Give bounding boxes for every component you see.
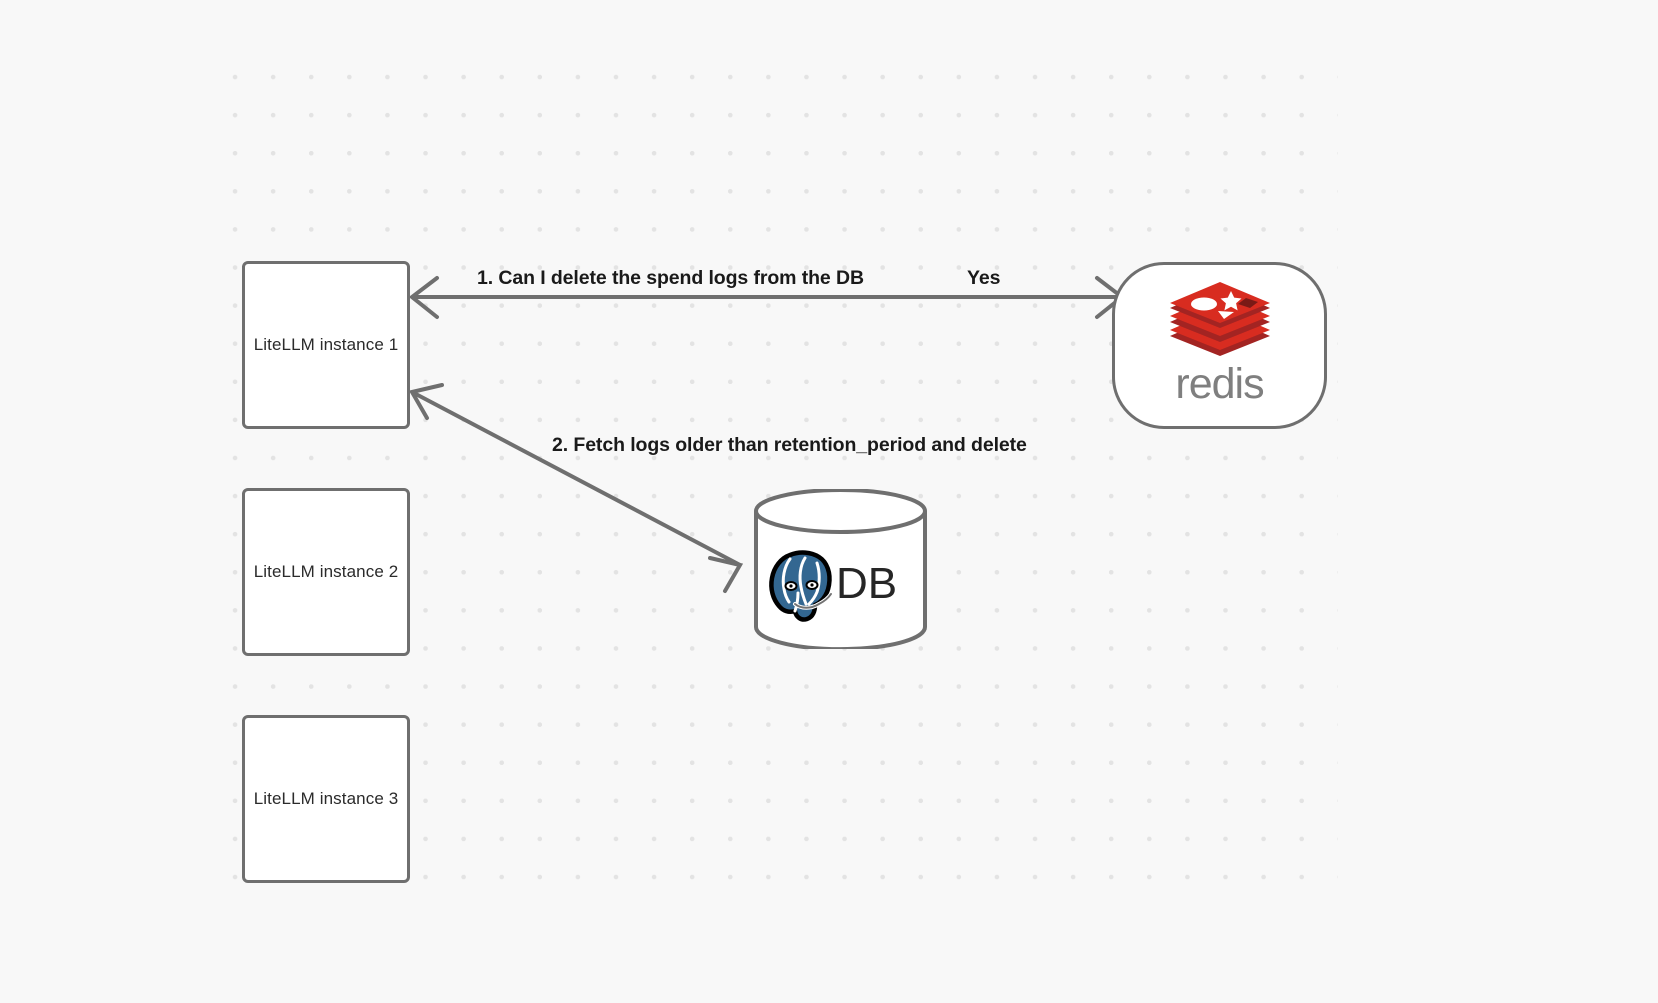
node-litellm-instance-1[interactable]: LiteLLM instance 1 [242,261,410,429]
node-database[interactable]: DB [753,488,928,652]
node-litellm-instance-2[interactable]: LiteLLM instance 2 [242,488,410,656]
node-litellm-instance-2-label: LiteLLM instance 2 [253,562,399,581]
node-litellm-instance-3[interactable]: LiteLLM instance 3 [242,715,410,883]
node-redis[interactable]: redis [1112,262,1327,429]
node-redis-label: redis [1175,360,1264,408]
node-litellm-instance-3-label: LiteLLM instance 3 [253,789,399,808]
node-database-label: DB [836,559,898,608]
redis-logo-icon [1168,282,1272,358]
edge-2-label: 2. Fetch logs older than retention_perio… [552,434,1027,456]
edge-litellm1-database [408,383,744,593]
edge-1-label: 1. Can I delete the spend logs from the … [477,267,864,289]
node-litellm-instance-1-label: LiteLLM instance 1 [253,335,399,354]
postgresql-elephant-icon [765,549,837,623]
edge-1-reply-label: Yes [967,267,1001,289]
